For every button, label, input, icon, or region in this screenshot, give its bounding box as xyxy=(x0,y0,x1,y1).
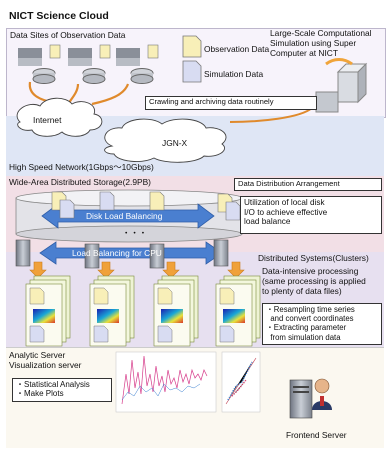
crawl-arrow xyxy=(229,107,313,123)
internet-cloud xyxy=(16,97,103,137)
intensive-line-1: Data-intensive processing xyxy=(262,266,359,276)
jgn-label: JGN-X xyxy=(162,138,188,148)
crawling-box: Crawling and archiving data routinely xyxy=(145,96,317,110)
cluster-server-4 xyxy=(213,239,229,267)
legend-simulation-label: Simulation Data xyxy=(204,69,264,79)
site-arrows xyxy=(28,81,130,106)
analysis-line-1: ・Statistical Analysis xyxy=(16,380,90,389)
bullet-line-2: and convert coordinates xyxy=(266,314,354,324)
observation-label: Data Sites of Observation Data xyxy=(10,30,126,40)
supercomputer-line-2: Simulation using Super xyxy=(270,38,357,48)
disk-load-balancing-label: Disk Load Balancing xyxy=(86,211,163,221)
bullet-line-1: ・Resampling time series xyxy=(266,305,355,314)
jgn-cloud xyxy=(104,118,227,163)
bullet-line-4: from simulation data xyxy=(266,332,341,342)
cluster-server-3 xyxy=(149,243,165,269)
legend-observation-label: Observation Data xyxy=(204,44,270,54)
user-icon xyxy=(312,378,332,410)
cluster-stack-1 xyxy=(25,275,71,347)
analysis-plot xyxy=(115,351,217,413)
local-io-box: Utilization of local disk I/O to achieve… xyxy=(240,196,382,234)
storage-label: Wide-Area Distributed Storage(2.9PB) xyxy=(9,177,151,187)
storage-dots: ・・・ xyxy=(122,228,148,238)
storage-doc-left xyxy=(51,191,75,219)
local-io-line-2: I/O to achieve effective xyxy=(244,207,328,217)
bullet-line-3: ・Extracting parameter xyxy=(266,323,347,333)
analytic-line-1: Analytic Server xyxy=(9,350,66,360)
storage-doc-mid xyxy=(99,191,165,211)
intensive-line-3: to plenty of data files) xyxy=(262,286,342,296)
cluster-stack-2 xyxy=(89,275,135,347)
analytic-line-2: Visualization server xyxy=(9,360,82,370)
local-io-line-1: Utilization of local disk xyxy=(244,198,325,207)
local-io-line-3: load balance xyxy=(244,217,291,227)
scatter-plot xyxy=(221,351,261,413)
legend-observation-doc xyxy=(182,35,202,58)
cluster-down-arrows xyxy=(29,261,245,279)
network-label: High Speed Network(1Gbps～10Gbps) xyxy=(9,162,154,172)
internet-label: Internet xyxy=(33,115,62,125)
analysis-line-2: ・Make Plots xyxy=(16,389,64,399)
analysis-box: ・Statistical Analysis ・Make Plots xyxy=(12,378,112,402)
cpu-load-balancing-label: Load Balancing for CPU xyxy=(72,248,162,258)
arrangement-box: Data Distribution Arrangement xyxy=(234,178,382,191)
supercomputer-icon xyxy=(315,58,368,113)
observation-site-1 xyxy=(18,44,61,84)
frontend-label: Frontend Server xyxy=(286,430,347,440)
page-title: NICT Science Cloud xyxy=(9,10,109,22)
legend-simulation-doc xyxy=(182,60,202,83)
observation-site-3 xyxy=(116,44,159,84)
frontend-server-icon xyxy=(289,379,313,419)
supercomputer-line-1: Large-Scale Computational xyxy=(270,28,372,38)
cluster-server-1 xyxy=(15,239,31,267)
intensive-line-2: (same processing is applied xyxy=(262,276,366,286)
storage-doc-right xyxy=(217,193,241,221)
processing-bullets-box: ・Resampling time series and convert coor… xyxy=(262,303,382,345)
observation-site-2 xyxy=(68,44,111,84)
cluster-stack-4 xyxy=(215,275,261,347)
supercomputer-line-3: Computer at NICT xyxy=(270,48,338,58)
cluster-server-2 xyxy=(84,243,100,269)
distributed-label: Distributed Systems(Clusters) xyxy=(258,253,369,263)
cluster-stack-3 xyxy=(153,275,199,347)
